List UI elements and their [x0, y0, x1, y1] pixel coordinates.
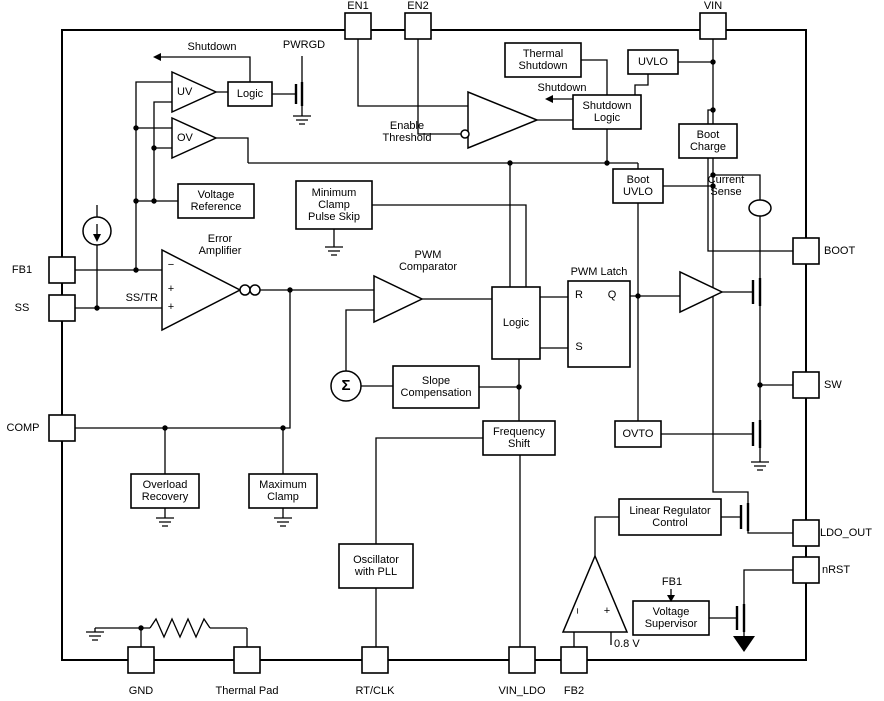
- pin-vin-ldo: [508, 646, 536, 674]
- arrowheads: [153, 53, 755, 652]
- pin-ss: [48, 294, 76, 322]
- pin-fb1: [48, 256, 76, 284]
- enable-input-bubble: [460, 129, 470, 139]
- pin-gnd: [127, 646, 155, 674]
- block-pwm-latch: [567, 280, 631, 368]
- pin-en1: [344, 12, 372, 40]
- block-maximum-clamp: [248, 473, 318, 509]
- mosfets: [294, 82, 762, 632]
- resistor: [149, 617, 211, 639]
- comparators: [161, 70, 724, 633]
- pin-boot: [792, 237, 820, 265]
- error-amplifier-triangle: [161, 248, 242, 332]
- function-blocks: [130, 42, 738, 636]
- pin-rt-clk: [361, 646, 389, 674]
- uv-comparator-triangle: [171, 70, 218, 114]
- block-boot-charge: [678, 123, 738, 159]
- block-minimum-clamp: [295, 180, 373, 230]
- summing-node-circle: [330, 370, 362, 402]
- pwm-comparator-triangle: [373, 274, 424, 324]
- block-shutdown-logic: [572, 94, 642, 130]
- block-logic-pwm: [491, 286, 541, 360]
- block-linear-regulator-control: [618, 498, 722, 536]
- ic-outline: [61, 29, 807, 661]
- pin-sw: [792, 371, 820, 399]
- block-frequency-shift: [482, 420, 556, 456]
- power-ground-arrow: [733, 636, 755, 652]
- block-uvlo: [627, 49, 679, 75]
- ov-comparator-triangle: [171, 116, 218, 160]
- wires: [75, 39, 793, 647]
- block-voltage-reference: [177, 183, 255, 219]
- error-amp-output-circle: [239, 284, 251, 296]
- block-logic-top: [227, 81, 273, 107]
- pin-comp: [48, 414, 76, 442]
- pins: [48, 12, 820, 674]
- error-amp-output-circle: [249, 284, 261, 296]
- pin-en2: [404, 12, 432, 40]
- block-slope-compensation: [392, 365, 480, 409]
- block-oscillator: [338, 543, 414, 589]
- pin-nrst: [792, 556, 820, 584]
- current-source-symbol: [82, 216, 112, 246]
- junction-dots: [94, 59, 763, 631]
- block-voltage-supervisor: [632, 600, 710, 636]
- pin-thermal-pad: [233, 646, 261, 674]
- ldo-error-amp-triangle: [561, 554, 629, 633]
- current-sense-ellipse: [748, 199, 772, 217]
- pin-fb2: [560, 646, 588, 674]
- ground-symbols: [86, 112, 769, 641]
- block-thermal-shutdown: [504, 42, 582, 78]
- gate-driver-triangle: [679, 270, 724, 314]
- pin-ldo-out: [792, 519, 820, 547]
- enable-comparator-triangle: [467, 90, 539, 150]
- block-overload-recovery: [130, 473, 200, 509]
- block-boot-uvlo: [612, 168, 664, 204]
- pin-vin: [699, 12, 727, 40]
- block-ovto: [614, 420, 662, 448]
